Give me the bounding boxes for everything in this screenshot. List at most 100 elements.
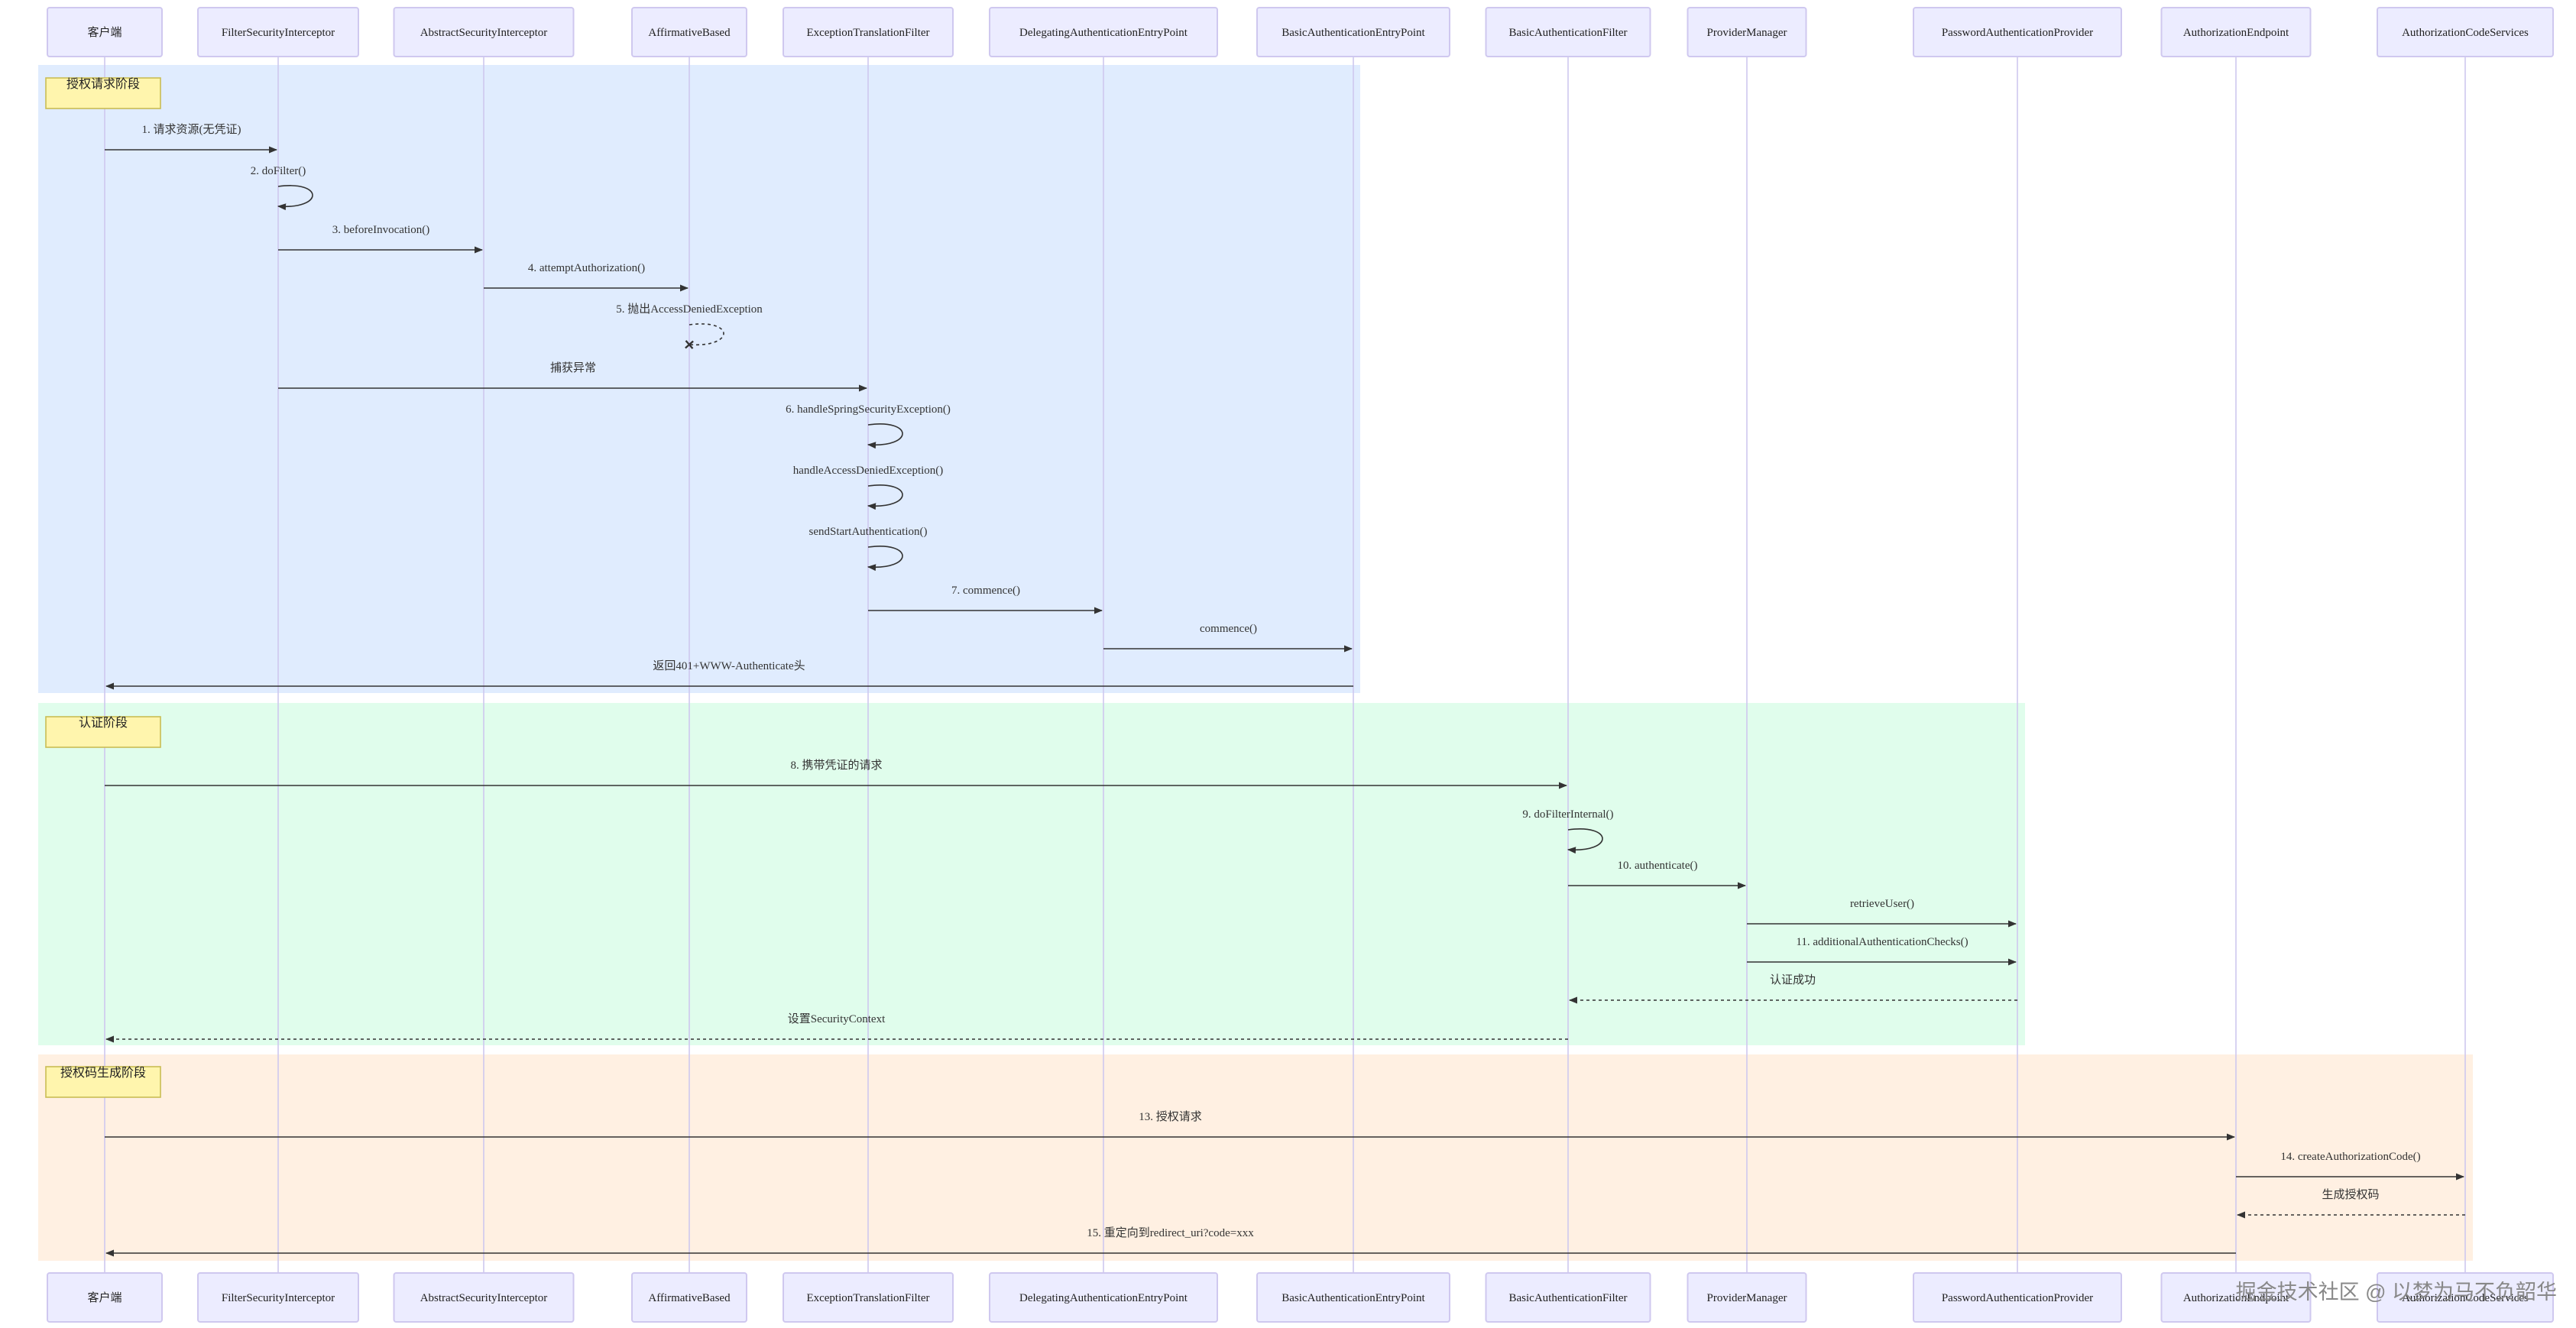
message-label: 9. doFilterInternal() bbox=[1522, 808, 1613, 821]
message-label: 设置SecurityContext bbox=[788, 1012, 886, 1025]
participant-bottom: FilterSecurityInterceptor bbox=[197, 1272, 359, 1323]
participant-name: BasicAuthenticationEntryPoint bbox=[1282, 27, 1425, 39]
message: retrieveUser() bbox=[1747, 898, 2017, 928]
phase-labels: 授权请求阶段 认证阶段 授权码生成阶段 bbox=[45, 77, 161, 1098]
participant-name: PasswordAuthenticationProvider bbox=[1942, 1292, 2093, 1304]
participant-top: 客户端 bbox=[47, 7, 163, 57]
participant-bottom: 客户端 bbox=[47, 1272, 163, 1323]
messages: 1. 请求资源(无凭证)2. doFilter()3. beforeInvoca… bbox=[105, 123, 2465, 1257]
participant-bottom: DelegatingAuthenticationEntryPoint bbox=[989, 1272, 1218, 1323]
message-arrow bbox=[277, 185, 313, 211]
phase-label-text: 授权码生成阶段 bbox=[60, 1066, 146, 1080]
participant-name: FilterSecurityInterceptor bbox=[222, 27, 335, 39]
participant-bottom: BasicAuthenticationFilter bbox=[1485, 1272, 1651, 1323]
message: 10. authenticate() bbox=[1568, 860, 1747, 889]
message-label: 2. doFilter() bbox=[251, 165, 306, 177]
participant-box bbox=[197, 7, 359, 57]
participant-top: ProviderManager bbox=[1687, 7, 1807, 57]
participant-top: PasswordAuthenticationProvider bbox=[1913, 7, 2122, 57]
participant-box bbox=[393, 7, 575, 57]
participant-bottom: PasswordAuthenticationProvider bbox=[1913, 1272, 2122, 1323]
message: 生成授权码 bbox=[2236, 1188, 2465, 1219]
participant-name: DelegatingAuthenticationEntryPoint bbox=[1019, 27, 1188, 39]
participant-name: DelegatingAuthenticationEntryPoint bbox=[1019, 1292, 1188, 1304]
participant-box bbox=[2377, 1272, 2554, 1323]
message: commence() bbox=[1103, 623, 1353, 653]
message-arrow bbox=[867, 546, 903, 572]
participant-name: 客户端 bbox=[87, 1291, 122, 1304]
participant-name: AffirmativeBased bbox=[648, 27, 731, 39]
message-label: 13. 授权请求 bbox=[1139, 1110, 1202, 1123]
message-label: 7. commence() bbox=[951, 585, 1020, 597]
message: 4. attemptAuthorization() bbox=[484, 262, 689, 292]
message: 11. additionalAuthenticationChecks() bbox=[1747, 936, 2017, 966]
participant-box bbox=[1687, 7, 1807, 57]
participant-box bbox=[1256, 7, 1450, 57]
participant-box bbox=[197, 1272, 359, 1323]
participant-bottom: ExceptionTranslationFilter bbox=[783, 1272, 954, 1323]
message-label: 认证成功 bbox=[1770, 973, 1816, 986]
participant-name: ExceptionTranslationFilter bbox=[806, 27, 929, 39]
phase-background-authentication bbox=[38, 703, 2025, 1045]
participant-top: ExceptionTranslationFilter bbox=[783, 7, 954, 57]
participant-box bbox=[1687, 1272, 1807, 1323]
participant-name: PasswordAuthenticationProvider bbox=[1942, 27, 2093, 39]
participant-box bbox=[1485, 1272, 1651, 1323]
phase-backgrounds bbox=[38, 65, 2473, 1261]
message-label: 生成授权码 bbox=[2322, 1188, 2379, 1201]
message: 认证成功 bbox=[1568, 973, 2017, 1004]
message-label: 11. additionalAuthenticationChecks() bbox=[1796, 936, 1968, 948]
message: sendStartAuthentication() bbox=[809, 526, 928, 572]
message-arrow bbox=[685, 323, 724, 349]
phase-label-box bbox=[45, 1066, 161, 1098]
participant-name: AbstractSecurityInterceptor bbox=[420, 1292, 548, 1304]
message: 8. 携带凭证的请求 bbox=[105, 759, 1568, 789]
message-label: retrieveUser() bbox=[1850, 898, 1914, 910]
participant-box bbox=[631, 1272, 747, 1323]
message: 返回401+WWW-Authenticate头 bbox=[105, 659, 1353, 690]
participant-bottom: ProviderManager bbox=[1687, 1272, 1807, 1323]
participant-box bbox=[2377, 7, 2554, 57]
participant-box bbox=[1485, 7, 1651, 57]
participant-box bbox=[1256, 1272, 1450, 1323]
message-arrow bbox=[867, 484, 903, 510]
participant-box bbox=[631, 7, 747, 57]
participant-top: AbstractSecurityInterceptor bbox=[393, 7, 575, 57]
message-label: sendStartAuthentication() bbox=[809, 526, 928, 538]
participant-box bbox=[2160, 7, 2312, 57]
participant-name: ProviderManager bbox=[1707, 27, 1787, 39]
lifelines bbox=[104, 57, 2466, 1273]
participants: 客户端客户端FilterSecurityInterceptorFilterSec… bbox=[47, 7, 2554, 1323]
participant-name: AuthorizationEndpoint bbox=[2183, 1292, 2289, 1304]
participant-name: FilterSecurityInterceptor bbox=[222, 1292, 335, 1304]
phase-label-text: 认证阶段 bbox=[79, 716, 128, 730]
message: 15. 重定向到redirect_uri?code=xxx bbox=[105, 1226, 2236, 1257]
message-arrow bbox=[867, 423, 903, 449]
participant-top: BasicAuthenticationFilter bbox=[1485, 7, 1651, 57]
message: 14. createAuthorizationCode() bbox=[2236, 1151, 2465, 1181]
participant-name: AuthorizationCodeServices bbox=[2402, 27, 2529, 39]
message: 2. doFilter() bbox=[251, 165, 313, 211]
participant-name: BasicAuthenticationFilter bbox=[1509, 1292, 1628, 1304]
participant-box bbox=[783, 1272, 954, 1323]
participant-name: ProviderManager bbox=[1707, 1292, 1787, 1304]
phase-label-box bbox=[45, 77, 161, 109]
participant-box bbox=[989, 1272, 1218, 1323]
message-label: 6. handleSpringSecurityException() bbox=[786, 403, 951, 416]
message-label: 1. 请求资源(无凭证) bbox=[142, 123, 241, 136]
participant-top: AuthorizationEndpoint bbox=[2160, 7, 2312, 57]
participant-name: BasicAuthenticationEntryPoint bbox=[1282, 1292, 1425, 1304]
participant-box bbox=[783, 7, 954, 57]
message-label: 15. 重定向到redirect_uri?code=xxx bbox=[1087, 1226, 1254, 1239]
participant-box bbox=[1913, 1272, 2122, 1323]
phase-label-text: 授权请求阶段 bbox=[66, 77, 140, 91]
participant-box bbox=[1913, 7, 2122, 57]
message: 9. doFilterInternal() bbox=[1522, 808, 1614, 854]
participant-top: FilterSecurityInterceptor bbox=[197, 7, 359, 57]
message-label: 4. attemptAuthorization() bbox=[528, 262, 645, 274]
message-label: 5. 抛出AccessDeniedException bbox=[616, 303, 763, 316]
message-label: 返回401+WWW-Authenticate头 bbox=[653, 659, 805, 672]
message: 6. handleSpringSecurityException() bbox=[786, 403, 951, 449]
participant-box bbox=[47, 7, 163, 57]
message-label: 14. createAuthorizationCode() bbox=[2280, 1151, 2420, 1163]
